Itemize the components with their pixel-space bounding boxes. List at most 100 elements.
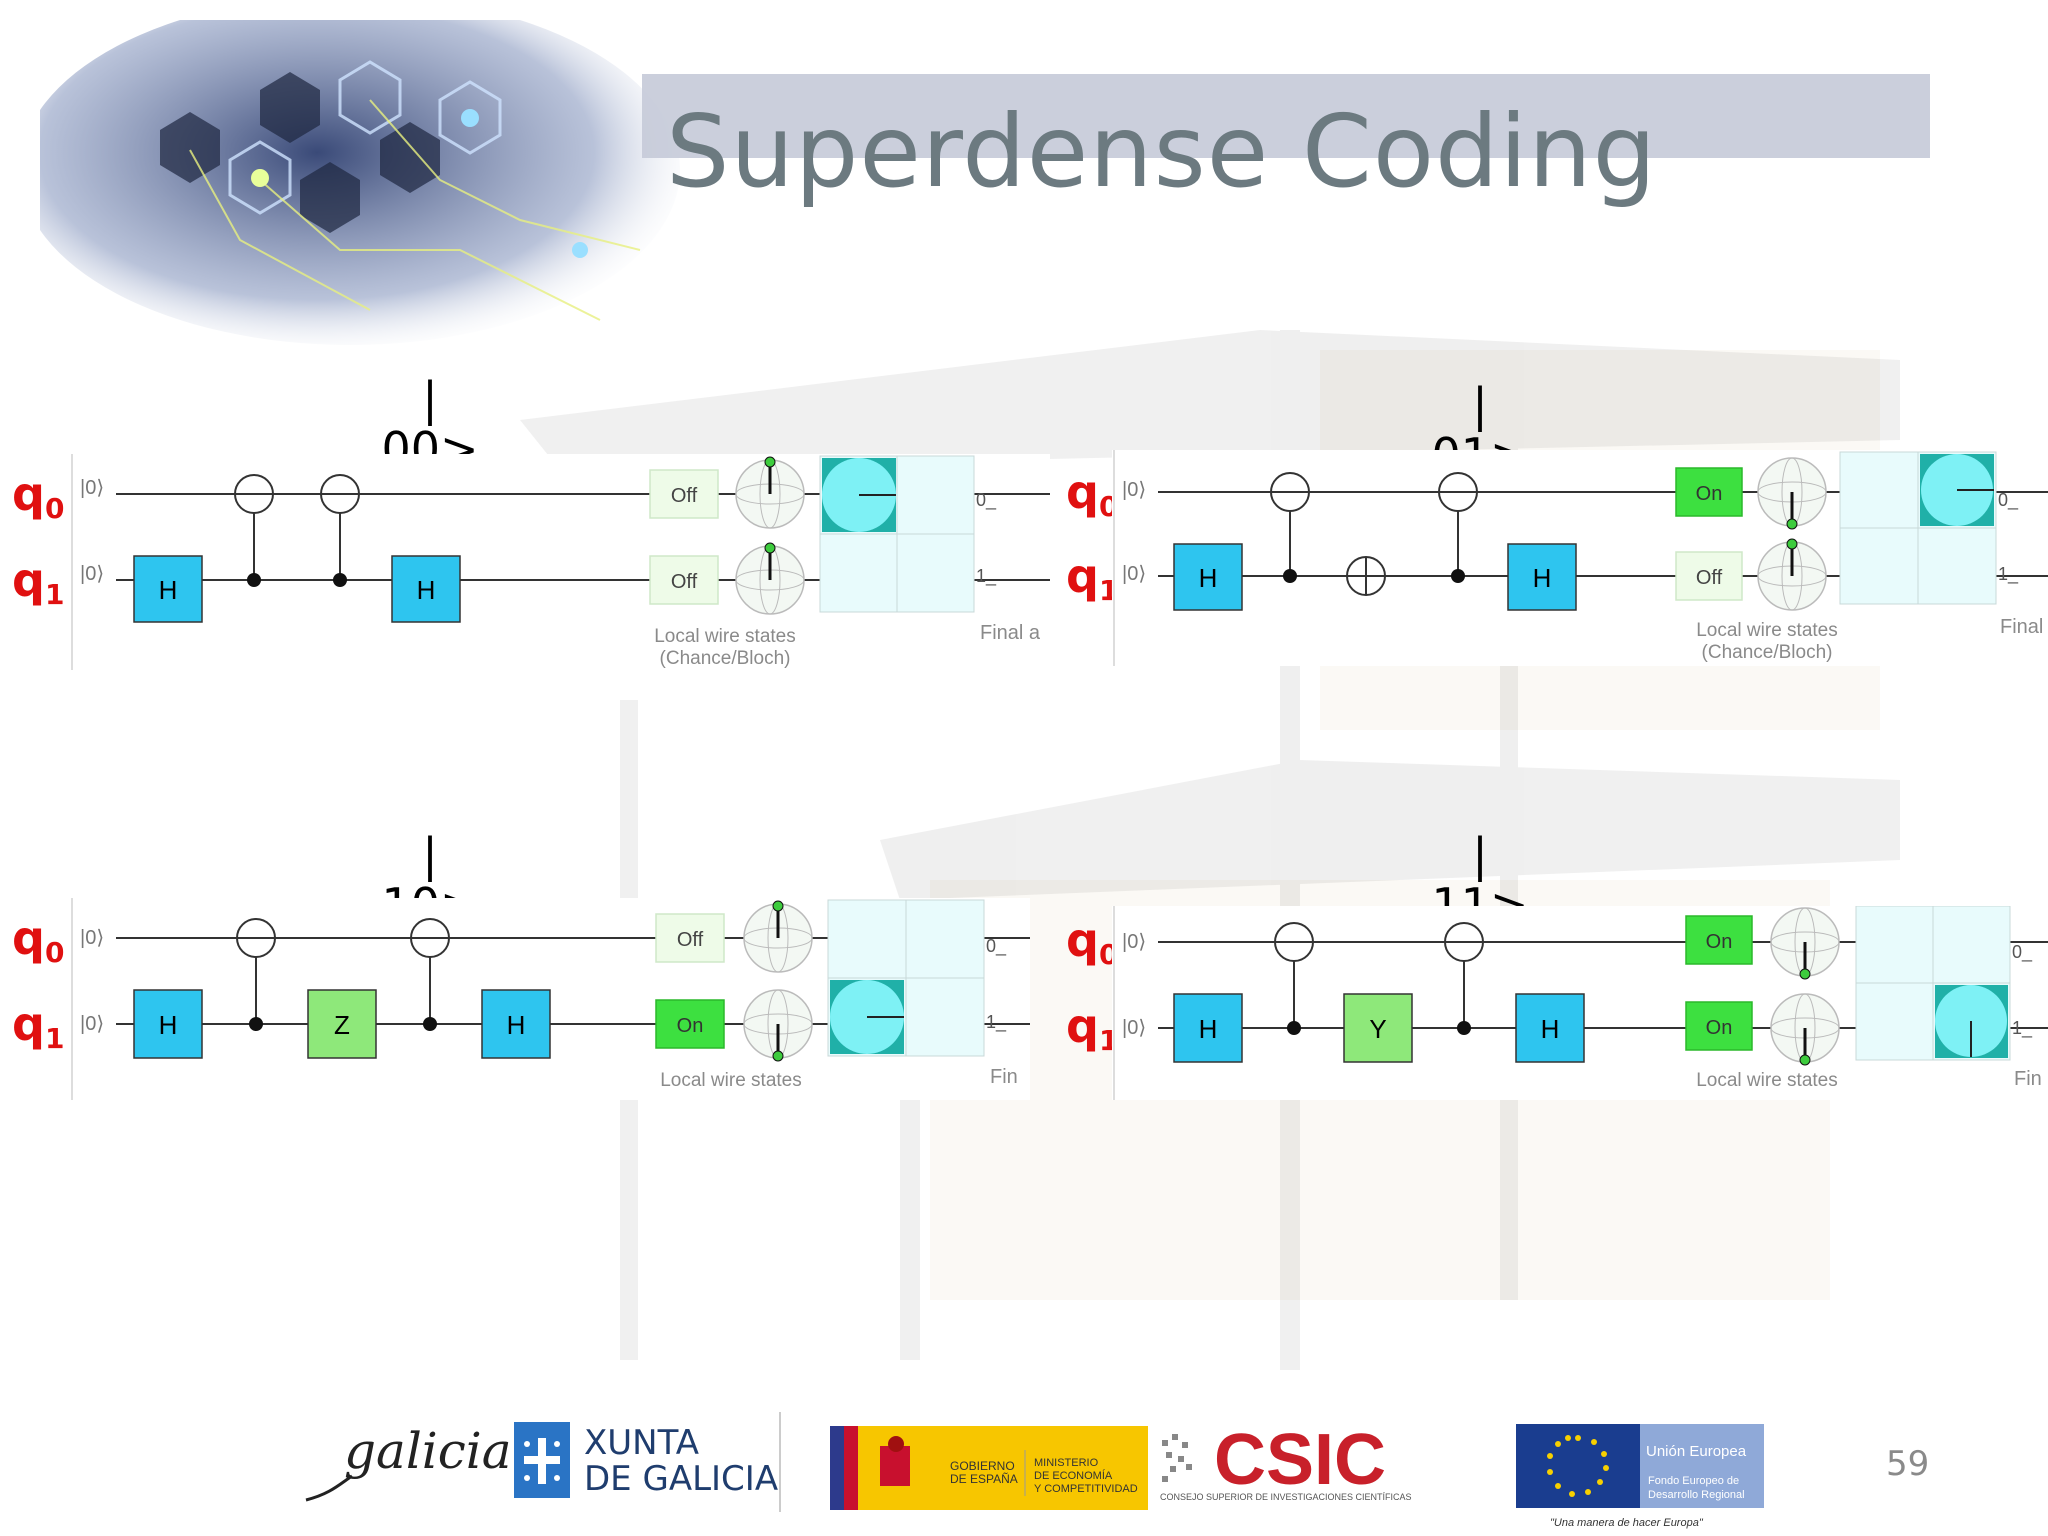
cnot-control[interactable] [423, 1017, 437, 1031]
svg-text:Off: Off [671, 571, 698, 593]
toggle-q1[interactable] [1685, 1001, 1753, 1051]
eu-feder-logo: Unión Europea Fondo Europeo de Desarroll… [1516, 1424, 1764, 1529]
csic-logo: CSIC CONSEJO SUPERIOR DE INVESTIGACIONES… [1160, 1420, 1412, 1502]
h-gate[interactable] [1507, 543, 1577, 611]
svg-text:galicia: galicia [344, 1422, 512, 1480]
toggle-q0[interactable] [649, 469, 719, 519]
svg-text:|0⟩: |0⟩ [1122, 931, 1146, 953]
local-wire-caption: Local wire states [1696, 1070, 1838, 1091]
amplitude-grid [819, 455, 975, 613]
q0-label: q0 [12, 467, 65, 525]
final-amplitudes-label: Final a [980, 622, 1041, 644]
svg-text:Off: Off [677, 929, 704, 951]
svg-text:H: H [1533, 563, 1552, 593]
circuit-hexagon-art [40, 20, 680, 345]
z-gate[interactable] [307, 989, 377, 1059]
svg-text:"Una manera de hacer Europa": "Una manera de hacer Europa" [1550, 1517, 1704, 1529]
toggle-q1[interactable] [1675, 551, 1743, 601]
q0-label: q0 [1066, 465, 1119, 523]
init-state-q1: |0⟩ [80, 563, 104, 585]
toggle-q0[interactable] [1685, 915, 1753, 965]
svg-text:H: H [1541, 1014, 1560, 1044]
footer-logos: galicia XUNTA DE GALICIA GOBIERNO DE ESP… [305, 1412, 1764, 1529]
cnot-control[interactable] [333, 573, 347, 587]
cnot-control[interactable] [1283, 569, 1297, 583]
svg-text:0_: 0_ [976, 490, 997, 511]
svg-text:CONSEJO SUPERIOR DE INVESTIGAC: CONSEJO SUPERIOR DE INVESTIGACIONES CIEN… [1160, 1492, 1412, 1502]
init-state-q0: |0⟩ [80, 477, 104, 499]
svg-text:0_: 0_ [2012, 942, 2033, 963]
svg-text:0_: 0_ [986, 936, 1007, 957]
cnot-control[interactable] [249, 1017, 263, 1031]
xunta-de-galicia-logo: XUNTA DE GALICIA [514, 1412, 781, 1512]
svg-text:|0⟩: |0⟩ [1122, 1017, 1146, 1039]
cnot-control[interactable] [1451, 569, 1465, 583]
svg-text:H: H [159, 1010, 178, 1040]
svg-text:|0⟩: |0⟩ [1122, 479, 1146, 501]
amplitude-grid [1855, 906, 2011, 1061]
q1-label: q1 [12, 997, 65, 1055]
svg-text:0_: 0_ [1998, 490, 2019, 511]
q1-label: q1 [1066, 999, 1119, 1057]
toggle-q1[interactable] [655, 999, 725, 1049]
svg-text:|0⟩: |0⟩ [1122, 563, 1146, 585]
svg-text:DE ECONOMÍA: DE ECONOMÍA [1034, 1469, 1113, 1482]
bloch-sphere [1770, 993, 1840, 1066]
svg-text:|0⟩: |0⟩ [80, 1013, 104, 1035]
h-gate[interactable] [391, 555, 461, 623]
svg-text:1_: 1_ [2012, 1018, 2033, 1039]
toggle-q0[interactable] [655, 913, 725, 963]
svg-text:Y: Y [1369, 1014, 1386, 1044]
page-number: 59 [1886, 1444, 1930, 1484]
q0-label: q0 [12, 911, 65, 969]
svg-text:CSIC: CSIC [1214, 1420, 1386, 1500]
svg-text:H: H [507, 1010, 526, 1040]
toggle-q1[interactable] [649, 555, 719, 605]
h-gate[interactable] [1173, 993, 1243, 1063]
svg-text:Fondo Europeo de: Fondo Europeo de [1648, 1475, 1739, 1487]
bloch-sphere [743, 900, 813, 973]
h-gate[interactable] [1515, 993, 1585, 1063]
svg-text:1_: 1_ [976, 566, 997, 587]
svg-text:Off: Off [1696, 567, 1723, 589]
slide-title: Superdense Coding [666, 93, 1658, 210]
cnot-control[interactable] [1287, 1021, 1301, 1035]
h-gate[interactable] [1173, 543, 1243, 611]
bloch-sphere [735, 542, 805, 615]
cnot-control[interactable] [247, 573, 261, 587]
svg-text:On: On [1696, 483, 1723, 505]
svg-text:XUNTA: XUNTA [584, 1423, 699, 1463]
cnot-control[interactable] [1457, 1021, 1471, 1035]
h-gate[interactable] [133, 555, 203, 623]
local-wire-caption: Local wire states (Chance/Bloch) [654, 626, 796, 669]
svg-text:DE ESPAÑA: DE ESPAÑA [950, 1472, 1018, 1486]
circuit-diagram: |0⟩ |0⟩ H H Off Off [70, 454, 1050, 670]
svg-text:Unión Europea: Unión Europea [1646, 1443, 1747, 1460]
svg-text:Z: Z [334, 1010, 350, 1040]
y-gate[interactable] [1343, 993, 1413, 1063]
bloch-sphere [743, 989, 813, 1062]
svg-text:H: H [1199, 1014, 1218, 1044]
bloch-sphere [1757, 538, 1827, 611]
svg-text:On: On [1706, 1017, 1733, 1039]
svg-text:1_: 1_ [1998, 564, 2019, 585]
svg-text:|0⟩: |0⟩ [80, 927, 104, 949]
svg-text:Y COMPETITIVIDAD: Y COMPETITIVIDAD [1034, 1483, 1138, 1495]
svg-text:Desarrollo Regional: Desarrollo Regional [1648, 1489, 1745, 1501]
svg-text:GOBIERNO: GOBIERNO [950, 1459, 1015, 1473]
h-gate[interactable] [133, 989, 203, 1059]
bloch-sphere [735, 456, 805, 529]
svg-text:DE GALICIA: DE GALICIA [584, 1459, 778, 1499]
local-wire-caption: Local wire states [660, 1070, 802, 1091]
svg-text:On: On [677, 1015, 704, 1037]
q0-label: q0 [1066, 913, 1119, 971]
circuit-diagram: |0⟩ |0⟩ H Z H Off On [70, 898, 1030, 1100]
toggle-q0[interactable] [1675, 467, 1743, 517]
circuit-panel-11: | 11> q0 q1 |0⟩ |0⟩ H Y H On On [1040, 830, 2048, 1100]
svg-text:MINISTERIO: MINISTERIO [1034, 1457, 1099, 1469]
amplitude-grid [827, 899, 985, 1057]
h-gate[interactable] [481, 989, 551, 1059]
final-amplitudes-label: Fin [990, 1066, 1018, 1088]
amplitude-grid [1839, 451, 1997, 605]
final-amplitudes-label: Final [2000, 616, 2044, 638]
